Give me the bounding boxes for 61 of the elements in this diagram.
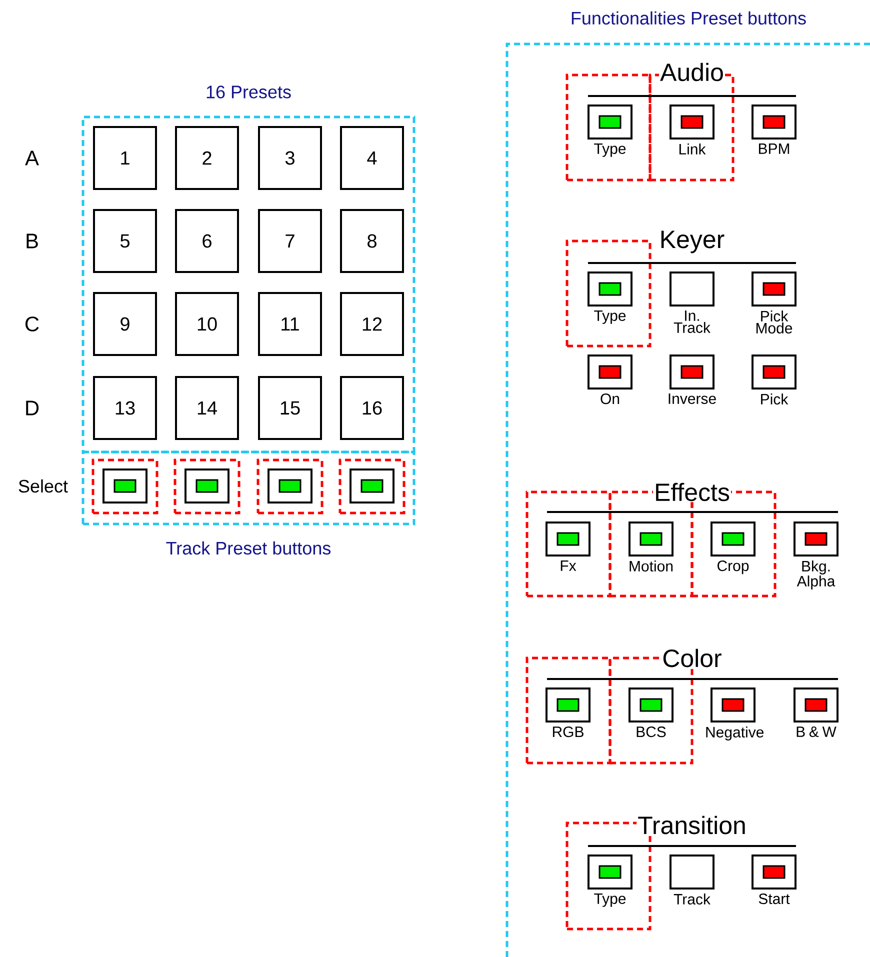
group-heading: Keyer xyxy=(658,230,726,254)
preset-button: 3 xyxy=(258,126,322,190)
group-heading: Audio xyxy=(659,62,725,82)
selection-frame xyxy=(174,458,240,514)
button-label: BPM xyxy=(758,144,790,154)
row-label: Select xyxy=(16,478,70,494)
preset-button: 6 xyxy=(175,209,239,273)
button-label: Motion xyxy=(630,560,673,572)
button-label: Crop xyxy=(718,560,749,574)
selection-frame xyxy=(526,490,612,598)
preset-button: 8 xyxy=(340,209,404,273)
button-label: Negative xyxy=(706,726,764,740)
selection-frame xyxy=(566,240,652,348)
preset-button: 15 xyxy=(258,376,322,440)
preset-button: 9 xyxy=(93,292,157,356)
button-label: Bkg. Alpha xyxy=(796,560,836,590)
panel-title: Track Preset buttons xyxy=(166,541,331,555)
group-heading: Transition xyxy=(636,814,748,836)
led-button xyxy=(268,468,312,504)
button-label: RGB xyxy=(552,726,584,738)
row-label: C xyxy=(23,316,41,332)
button-label: In. Track xyxy=(674,310,710,333)
selection-frame xyxy=(526,656,612,764)
selection-frame xyxy=(338,458,406,514)
row-label: A xyxy=(24,150,40,166)
button-label: Inverse xyxy=(668,394,716,404)
preset-button: 11 xyxy=(258,292,322,356)
button-label: On xyxy=(600,394,620,404)
preset-button: 13 xyxy=(93,376,157,440)
selection-frame xyxy=(92,458,158,514)
preset-button: 7 xyxy=(258,209,322,273)
row-label: D xyxy=(23,400,41,416)
preset-button: 5 xyxy=(93,209,157,273)
group-heading: Effects xyxy=(653,482,731,502)
row-label: B xyxy=(24,232,40,250)
preset-button: 14 xyxy=(175,376,239,440)
button-label: BCS xyxy=(636,726,666,738)
button-label: Type xyxy=(594,144,626,157)
led-button xyxy=(102,468,148,504)
panel-title: 16 Presets xyxy=(206,86,291,98)
led-button xyxy=(350,468,394,504)
panel-title: Functionalities Preset buttons xyxy=(572,11,806,25)
button-label: Fx xyxy=(560,560,576,571)
button-label: Type xyxy=(594,310,626,324)
preset-button: 1 xyxy=(93,126,157,190)
selection-frame xyxy=(256,458,324,514)
preset-button: 16 xyxy=(340,376,404,440)
button-label: Pick xyxy=(761,394,788,405)
button-label: Link xyxy=(679,144,706,154)
preset-button: 4 xyxy=(340,126,404,190)
group-heading: Color xyxy=(661,648,723,668)
preset-button: 2 xyxy=(175,126,239,190)
selection-frame xyxy=(566,74,652,182)
preset-button: 10 xyxy=(175,292,239,356)
button-label: B & W xyxy=(796,726,836,738)
button-label: Start xyxy=(758,894,790,904)
button-label: Track xyxy=(674,894,710,905)
led-button xyxy=(184,468,230,504)
button-label: Pick Mode xyxy=(756,310,792,334)
button-label: Type xyxy=(594,894,626,907)
preset-button: 12 xyxy=(340,292,404,356)
